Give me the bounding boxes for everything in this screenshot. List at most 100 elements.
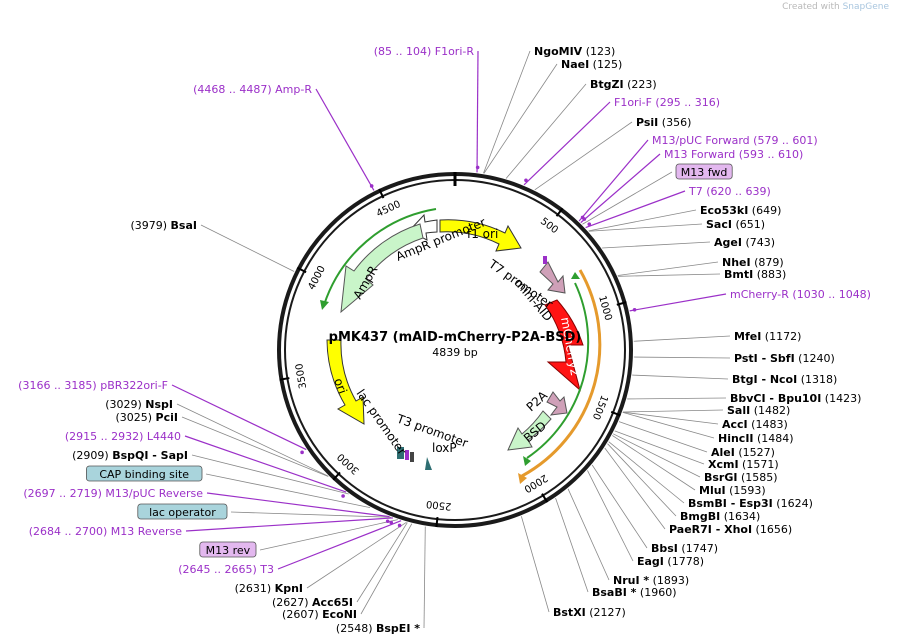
site-label-nrui[interactable]: NruI * (1893) [613,574,689,587]
site-leader [483,63,558,174]
site-label-psii[interactable]: PsiI (356) [636,116,691,129]
site-label-f1ori-r[interactable]: (85 .. 104) F1ori-R [374,45,475,58]
site-label-t3[interactable]: (2645 .. 2665) T3 [178,563,274,576]
site-leader [259,519,398,551]
tick-label: 4500 [375,199,403,220]
site-label-acc65i[interactable]: (2627) Acc65I [272,596,353,609]
bsd-arrow[interactable] [507,410,552,451]
site-label-nhei[interactable]: NheI (879) [722,256,784,269]
site-leader [483,50,531,174]
site-label-eagi[interactable]: EagI (1778) [637,555,704,568]
site-label-cap-binding-site[interactable]: CAP binding site [86,465,203,482]
site-label-mfei[interactable]: MfeI (1172) [734,330,801,343]
site-label-bsrgi[interactable]: BsrGI (1585) [704,471,778,484]
site-label-paer7i-xhoi[interactable]: PaeR7I - XhoI (1656) [669,523,792,536]
snapgene-logo: SnapGene [842,2,889,12]
site-leader [306,521,407,589]
site-leader [612,435,696,491]
site-label-bbsi[interactable]: BbsI (1747) [651,542,718,555]
site-label-xcmi[interactable]: XcmI (1571) [708,458,779,471]
site-label-psti-sbfi[interactable]: PstI - SbfI (1240) [734,352,835,365]
site-label-kpni[interactable]: (2631) KpnI [235,582,303,595]
site-leader [582,171,673,225]
site-leader [602,241,711,249]
site-label-bspqi-sapi[interactable]: (2909) BspQI - SapI [72,449,188,462]
site-label-alei[interactable]: AleI (1527) [711,446,775,459]
site-label-m13-forward[interactable]: M13 Forward (593 .. 610) [664,148,803,161]
site-label-saci[interactable]: SacI (651) [706,218,765,231]
site-label-lac-operator[interactable]: lac operator [137,503,228,520]
site-label-bmgbi[interactable]: BmgBI (1634) [680,510,760,523]
site-label-bsai[interactable]: (3979) BsaI [130,219,197,232]
site-label-t7[interactable]: T7 (620 .. 639) [688,185,771,198]
site-label-agei[interactable]: AgeI (743) [714,236,775,249]
tick-mark [279,377,290,381]
label-text: (2548) BspEI * [336,622,420,635]
tick-mark [435,516,439,528]
site-leader [587,470,634,562]
site-label-ngomiv[interactable]: NgoMIV (123) [534,45,615,58]
site-leader [604,447,666,530]
label-text: BmgBI (1634) [680,510,760,523]
site-leader [588,223,703,232]
label-text: CAP binding site [99,468,189,481]
site-label-f1ori-f[interactable]: F1ori-F (295 .. 316) [614,96,720,109]
site-label-l4440[interactable]: (2915 .. 2932) L4440 [65,430,181,443]
site-label-pcii[interactable]: (3025) PciI [115,411,178,424]
site-label-bmti[interactable]: BmtI (883) [724,268,786,281]
label-text: BsrGI (1585) [704,471,778,484]
mini-aid-arrow[interactable] [539,261,566,294]
site-leader [206,492,390,518]
site-label-eco53ki[interactable]: Eco53kI (649) [700,204,781,217]
mcherry2-arrow[interactable] [544,299,584,392]
site-label-m13-puc-reverse[interactable]: (2697 .. 2719) M13/pUC Reverse [23,487,203,500]
site-label-bsabi[interactable]: BsaBI * (1960) [592,586,677,599]
cap-site-glyph [397,447,404,459]
snapgene-credit: Created with SnapGene [782,2,889,12]
site-leader [633,356,731,359]
site-label-m13-fwd[interactable]: M13 fwd [675,163,733,180]
site-label-m13-puc-forward[interactable]: M13/pUC Forward (579 .. 601) [652,134,818,147]
site-label-mlui[interactable]: MluI (1593) [699,484,766,497]
label-text: BstXI (2127) [553,606,626,619]
site-label-bsmbi-esp3i[interactable]: BsmBI - Esp3I (1624) [688,497,813,510]
site-leader [618,273,721,277]
ampr-green-arrowhead [320,300,329,310]
site-label-sali[interactable]: SalI (1482) [727,404,790,417]
tick-mark [541,493,549,503]
site-leader [200,224,295,272]
primer-mark [300,450,304,455]
site-label-econi[interactable]: (2607) EcoNI [282,608,357,621]
label-text: BtgZI (223) [590,78,657,91]
primer-mark [632,307,637,312]
site-leader [185,517,394,532]
site-label-bstxi[interactable]: BstXI (2127) [553,606,626,619]
label-text: (2627) Acc65I [272,596,353,609]
site-label-bbvci-bpu10i[interactable]: BbvCI - Bpu10I (1423) [730,392,861,405]
site-label-m13-rev[interactable]: M13 rev [199,541,257,558]
site-label-btgzi[interactable]: BtgZI (223) [590,78,657,91]
tick-mark [555,207,564,217]
site-label-hincii[interactable]: HincII (1484) [718,432,794,445]
site-label-pbr322ori-f[interactable]: (3166 .. 3185) pBR322ori-F [18,379,168,392]
site-label-amp-r[interactable]: (4468 .. 4487) Amp-R [193,83,312,96]
site-label-btgi-ncoi[interactable]: BtgI - NcoI (1318) [732,373,837,386]
primer-mark [389,520,394,525]
label-text: PstI - SbfI (1240) [734,352,835,365]
label-text: (2684 .. 2700) M13 Reverse [29,525,182,538]
ampr-arrow[interactable] [340,223,424,314]
site-leader [622,412,715,439]
site-label-nspi[interactable]: (3029) NspI [105,398,173,411]
site-label-m13-reverse[interactable]: (2684 .. 2700) M13 Reverse [29,525,182,538]
p2a-arrow[interactable] [546,391,568,416]
label-text: M13 rev [206,544,251,557]
ori-arrow[interactable] [326,339,365,425]
site-leader [632,374,729,380]
primer-mark [582,217,587,221]
site-leader [356,522,408,603]
site-label-mcherry-r[interactable]: mCherry-R (1030 .. 1048) [730,288,871,301]
site-label-bspei[interactable]: (2548) BspEI * [336,622,420,635]
site-label-naei[interactable]: NaeI (125) [561,58,622,71]
site-label-acci[interactable]: AccI (1483) [722,418,788,431]
f1-ori-arrow[interactable] [439,219,522,252]
